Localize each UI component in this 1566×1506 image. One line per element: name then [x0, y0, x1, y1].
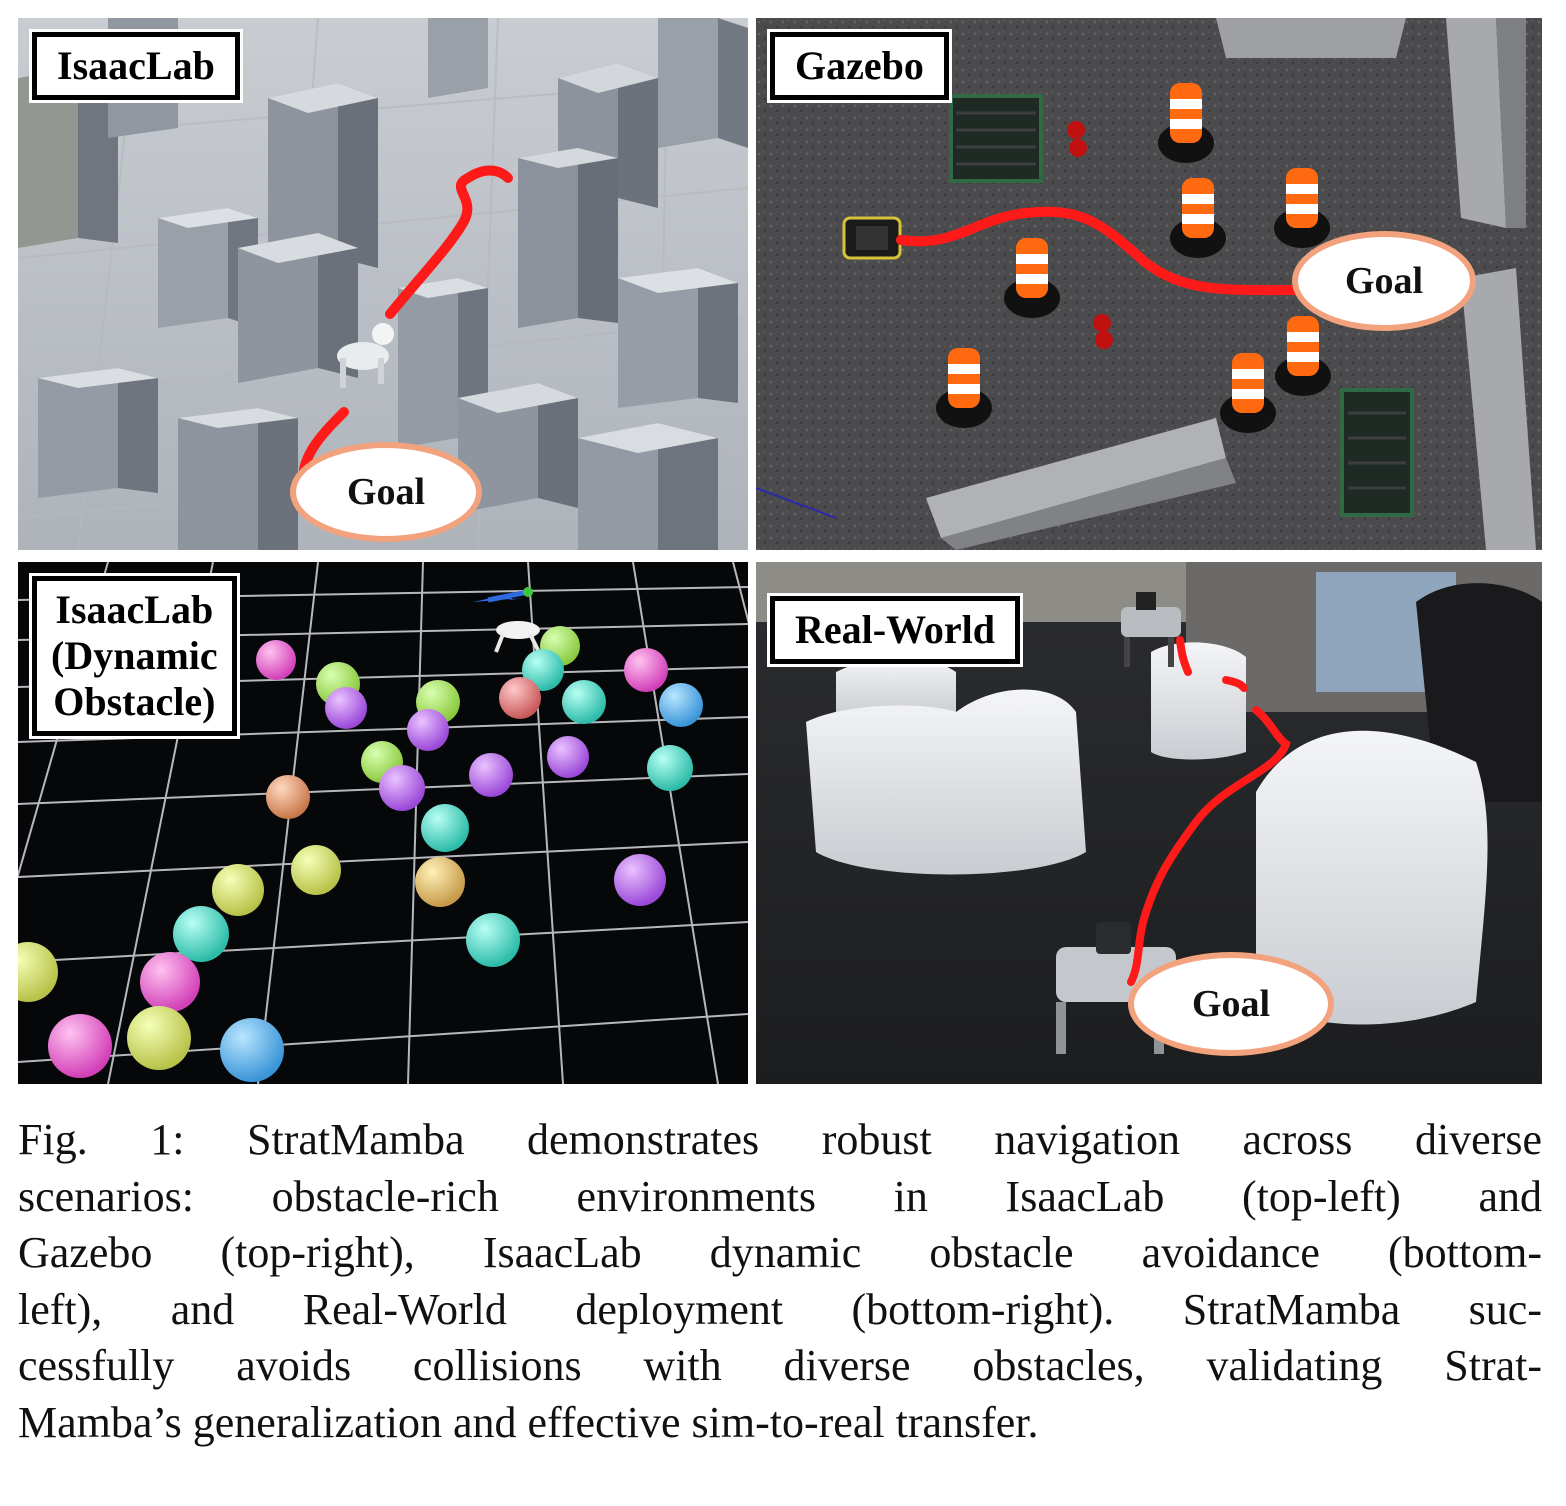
caption-line: scenarios: obstacle-rich environments in…	[18, 1171, 1542, 1221]
trajectory-path	[385, 165, 513, 319]
trajectory-path	[1176, 636, 1192, 676]
traffic-cone-icon	[936, 83, 1331, 433]
goal-marker: Goal	[290, 442, 482, 542]
dumpster-icon	[949, 94, 1043, 183]
goal-marker: Goal	[1128, 952, 1334, 1056]
figure-number: Fig. 1:	[18, 1115, 185, 1164]
caption-text: StratMamba demonstrates robust navigatio…	[246, 1115, 1543, 1164]
caption-line: Gazebo (top-right), IsaacLab dynamic obs…	[18, 1228, 1542, 1277]
dumpster-icon	[1340, 388, 1414, 517]
caption-line: Fig. 1: StratMamba demonstrates robust n…	[18, 1112, 1542, 1169]
caption-line: Mamba’s generalization and effective sim…	[18, 1397, 1039, 1447]
isaaclab-maze-panel: IsaacLab Goal	[18, 18, 748, 550]
robot-dog-icon	[473, 587, 540, 653]
figure-caption: Fig. 1: StratMamba demonstrates robust n…	[18, 1112, 1542, 1451]
dynamic-obstacle-sphere	[18, 626, 703, 1082]
wrapped-obstacle	[806, 642, 1488, 1025]
trajectory-path	[1127, 706, 1291, 986]
dynamic-obstacle-scene	[18, 562, 748, 1084]
isaaclab-dynamic-panel: IsaacLab (Dynamic Obstacle)	[18, 562, 748, 1084]
barrier-wall	[926, 18, 1536, 550]
robot-dog-icon	[1121, 592, 1181, 667]
isaaclab-maze-scene	[18, 18, 748, 550]
label-line: IsaacLab	[55, 587, 214, 632]
caption-line: left), and Real-World deployment (bottom…	[18, 1284, 1542, 1334]
label-line: (Dynamic	[51, 633, 218, 678]
tarp-covered-equipment	[1416, 583, 1542, 802]
panel-label-gazebo: Gazebo	[770, 32, 949, 100]
label-line: Obstacle)	[53, 679, 216, 724]
panel-label-isaaclab-dynamic: IsaacLab (Dynamic Obstacle)	[32, 576, 237, 736]
caption-line: cessfully avoids collisions with diverse…	[18, 1341, 1542, 1390]
rover-robot-icon	[842, 216, 902, 260]
panel-label-real-world: Real-World	[770, 596, 1020, 664]
trajectory-path	[1222, 676, 1248, 692]
real-world-panel: Real-World Goal	[756, 562, 1542, 1084]
robot-dog-icon	[337, 323, 394, 388]
hydrant-icon	[1067, 121, 1113, 349]
gazebo-panel: Gazebo Goal	[756, 18, 1542, 550]
trajectory-path	[896, 206, 1306, 296]
panel-label-isaaclab: IsaacLab	[32, 32, 240, 100]
goal-marker: Goal	[1292, 231, 1476, 331]
